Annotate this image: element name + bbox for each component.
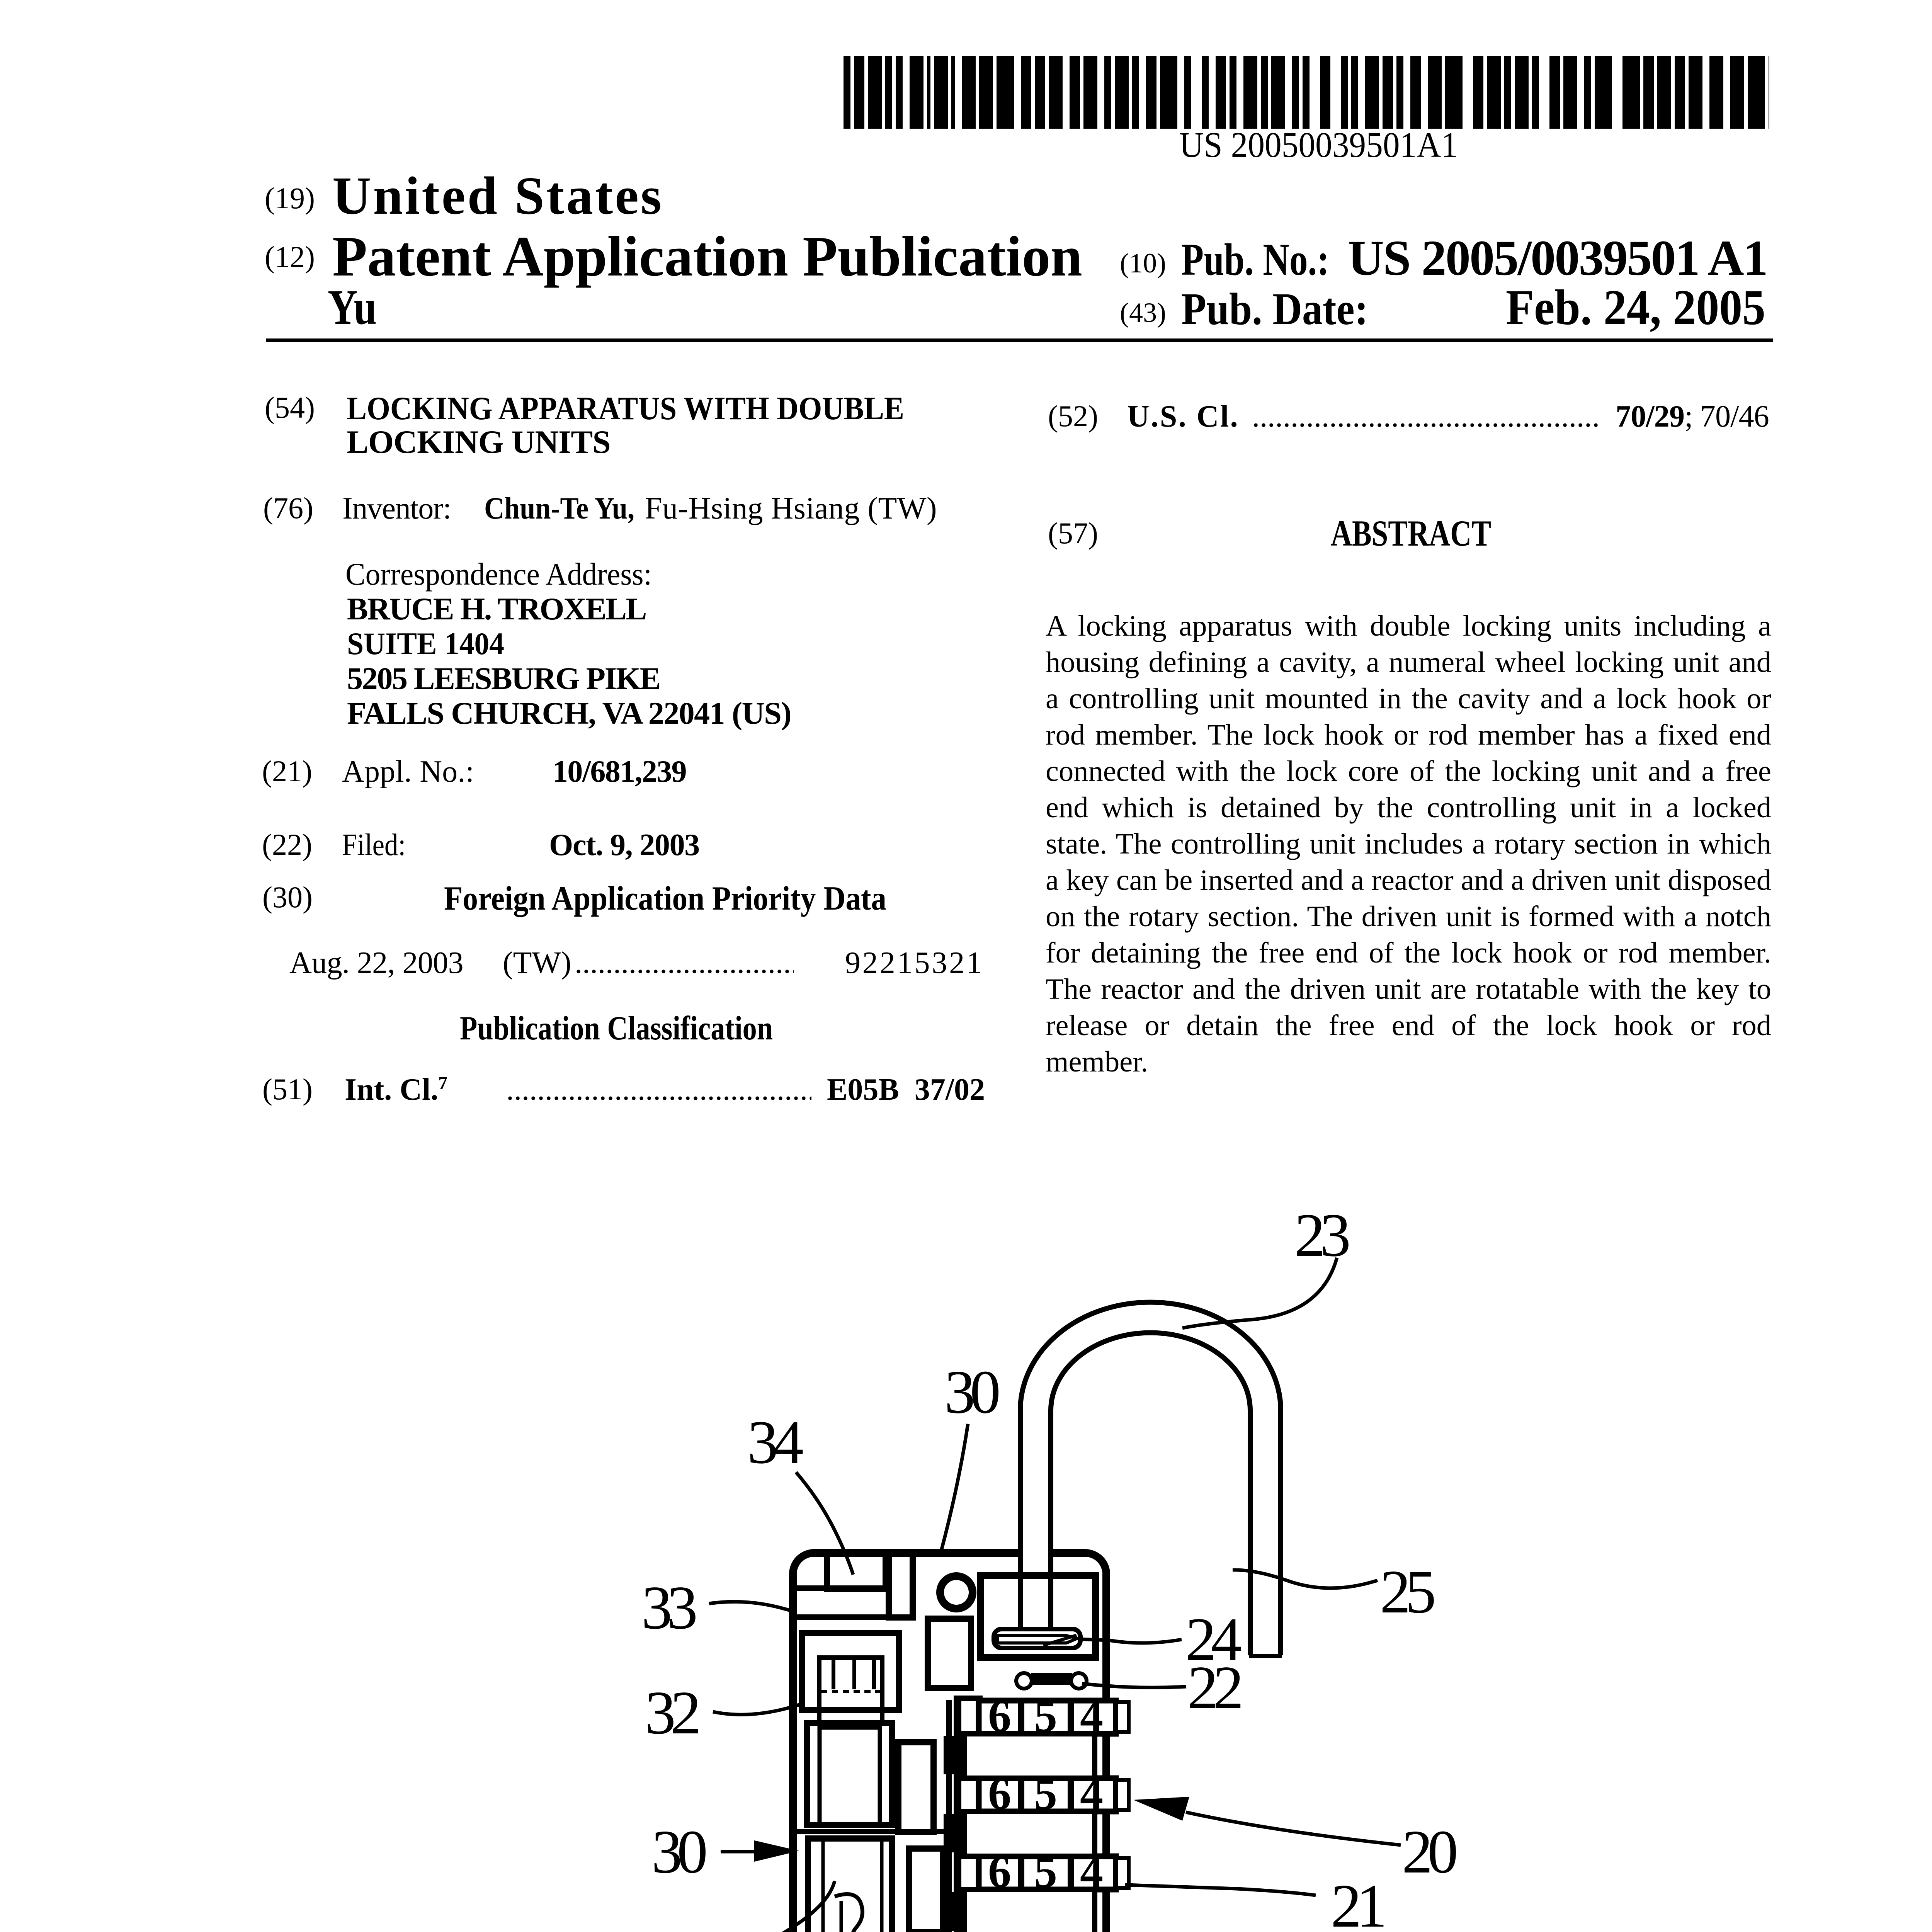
svg-text:22: 22 (1187, 1653, 1241, 1722)
svg-text:24: 24 (1185, 1605, 1241, 1673)
svg-text:33: 33 (641, 1573, 696, 1642)
svg-text:20: 20 (1402, 1817, 1456, 1886)
svg-text:30: 30 (944, 1357, 998, 1426)
svg-text:32: 32 (645, 1678, 698, 1747)
svg-text:21: 21 (1331, 1871, 1384, 1932)
svg-text:25: 25 (1380, 1557, 1434, 1626)
svg-text:34: 34 (747, 1408, 803, 1476)
svg-text:23: 23 (1294, 1201, 1349, 1269)
svg-text:30: 30 (651, 1817, 706, 1886)
